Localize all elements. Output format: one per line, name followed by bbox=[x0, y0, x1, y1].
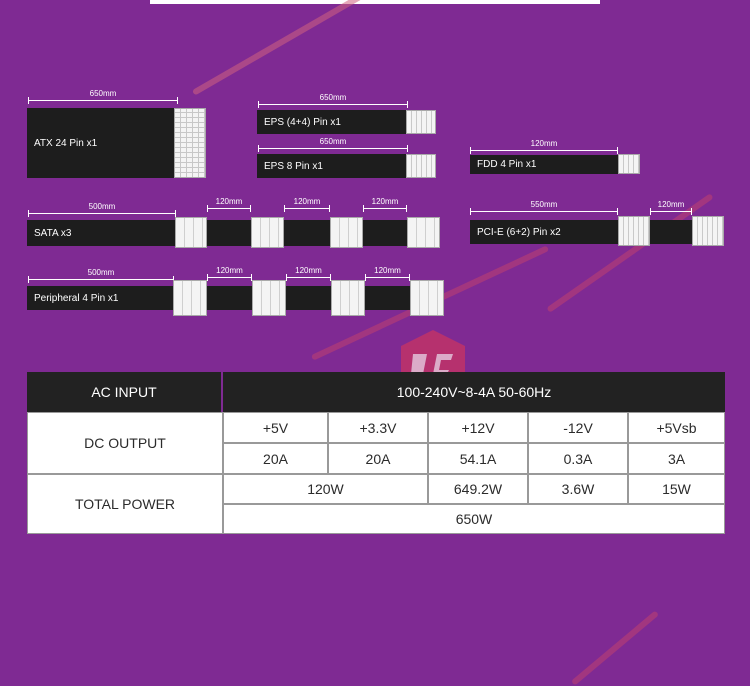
rail-label: -12V bbox=[528, 412, 628, 443]
atx-cable-label: ATX 24 Pin x1 bbox=[34, 137, 98, 149]
peripheral-length-label: 500mm bbox=[87, 268, 115, 277]
pcie-connector bbox=[618, 216, 650, 246]
atx-cable: ATX 24 Pin x1 bbox=[27, 108, 175, 178]
rail-current: 54.1A bbox=[428, 443, 528, 474]
sata-connector bbox=[330, 217, 363, 248]
peripheral-connector bbox=[173, 280, 207, 316]
rail-power: 3.6W bbox=[528, 474, 628, 504]
eps44-cable: EPS (4+4) Pin x1 bbox=[257, 110, 407, 134]
decor-stripe bbox=[191, 0, 369, 96]
peripheral-connector bbox=[331, 280, 365, 316]
rail-power: 120W bbox=[223, 474, 428, 504]
pcie-dimension-line bbox=[470, 208, 618, 215]
fdd-connector bbox=[618, 154, 640, 174]
peripheral-ext3-dimension-line bbox=[365, 274, 410, 281]
fdd-cable-label: FDD 4 Pin x1 bbox=[477, 159, 537, 170]
rail-current: 20A bbox=[328, 443, 428, 474]
peripheral-ext2-length-label: 120mm bbox=[295, 266, 322, 275]
fdd-cable: FDD 4 Pin x1 bbox=[470, 155, 618, 174]
pcie-ext-length-label: 120mm bbox=[657, 200, 685, 209]
sata-ext3-dimension-line bbox=[363, 205, 407, 212]
peripheral-ext1-dimension-line bbox=[207, 274, 252, 281]
peripheral-ext1-cable bbox=[207, 286, 252, 310]
peripheral-cable: Peripheral 4 Pin x1 bbox=[27, 286, 173, 310]
total-power-value: 650W bbox=[223, 504, 725, 534]
sata-cable: SATA x3 bbox=[27, 220, 175, 246]
pcie-ext-dimension-line bbox=[650, 208, 692, 215]
pcie-ext-cable bbox=[650, 220, 692, 244]
sata-dimension-line bbox=[28, 210, 176, 217]
peripheral-connector bbox=[252, 280, 286, 316]
eps8-cable: EPS 8 Pin x1 bbox=[257, 154, 407, 178]
eps44-cable-label: EPS (4+4) Pin x1 bbox=[264, 116, 341, 128]
peripheral-dimension-line bbox=[28, 276, 174, 283]
peripheral-ext2-dimension-line bbox=[286, 274, 331, 281]
peripheral-connector bbox=[410, 280, 444, 316]
pcie-cable-label: PCI-E (6+2) Pin x2 bbox=[477, 226, 561, 238]
sata-ext2-length-label: 120mm bbox=[293, 197, 321, 206]
pcie-connector bbox=[692, 216, 724, 246]
fdd-dimension-line bbox=[470, 147, 618, 154]
spec-table: AC INPUT 100-240V~8-4A 50-60Hz DC OUTPUT… bbox=[27, 372, 725, 534]
eps44-dimension-line bbox=[258, 101, 408, 108]
decor-stripe bbox=[570, 610, 660, 686]
atx-connector bbox=[174, 108, 206, 178]
ac-input-value: 100-240V~8-4A 50-60Hz bbox=[223, 372, 725, 412]
rail-current: 20A bbox=[223, 443, 328, 474]
total-power-label: TOTAL POWER bbox=[27, 474, 223, 534]
dc-output-label: DC OUTPUT bbox=[27, 412, 223, 474]
pcie-cable: PCI-E (6+2) Pin x2 bbox=[470, 220, 618, 244]
sata-ext1-cable bbox=[207, 220, 251, 246]
rail-power: 649.2W bbox=[428, 474, 528, 504]
sata-cable-label: SATA x3 bbox=[34, 227, 72, 239]
rail-current: 0.3A bbox=[528, 443, 628, 474]
pcie-length-label: 550mm bbox=[530, 200, 558, 209]
peripheral-cable-label: Peripheral 4 Pin x1 bbox=[34, 292, 119, 304]
eps44-length-label: 650mm bbox=[319, 93, 347, 102]
sata-connector bbox=[251, 217, 284, 248]
rail-label: +12V bbox=[428, 412, 528, 443]
sata-ext2-cable bbox=[284, 220, 330, 246]
rail-label: +5Vsb bbox=[628, 412, 725, 443]
sata-ext1-length-label: 120mm bbox=[215, 197, 243, 206]
sata-ext3-length-label: 120mm bbox=[371, 197, 399, 206]
sata-ext1-dimension-line bbox=[207, 205, 251, 212]
fdd-length-label: 120mm bbox=[530, 139, 558, 148]
eps8-dimension-line bbox=[258, 145, 408, 152]
top-white-bar bbox=[150, 0, 600, 4]
peripheral-ext2-cable bbox=[286, 286, 331, 310]
eps44-connector bbox=[406, 110, 436, 134]
rail-label: +5V bbox=[223, 412, 328, 443]
sata-connector bbox=[175, 217, 207, 248]
sata-ext3-cable bbox=[363, 220, 407, 246]
rail-power: 15W bbox=[628, 474, 725, 504]
sata-ext2-dimension-line bbox=[284, 205, 330, 212]
peripheral-ext3-length-label: 120mm bbox=[374, 266, 401, 275]
ac-input-label: AC INPUT bbox=[27, 372, 223, 412]
sata-length-label: 500mm bbox=[88, 202, 116, 211]
atx-dimension-line bbox=[28, 97, 178, 104]
peripheral-ext3-cable bbox=[365, 286, 410, 310]
rail-current: 3A bbox=[628, 443, 725, 474]
eps8-cable-label: EPS 8 Pin x1 bbox=[264, 160, 323, 172]
peripheral-ext1-length-label: 120mm bbox=[216, 266, 243, 275]
sata-connector bbox=[407, 217, 440, 248]
rail-label: +3.3V bbox=[328, 412, 428, 443]
eps8-connector bbox=[406, 154, 436, 178]
eps8-length-label: 650mm bbox=[319, 137, 347, 146]
atx-length-label: 650mm bbox=[89, 89, 117, 98]
